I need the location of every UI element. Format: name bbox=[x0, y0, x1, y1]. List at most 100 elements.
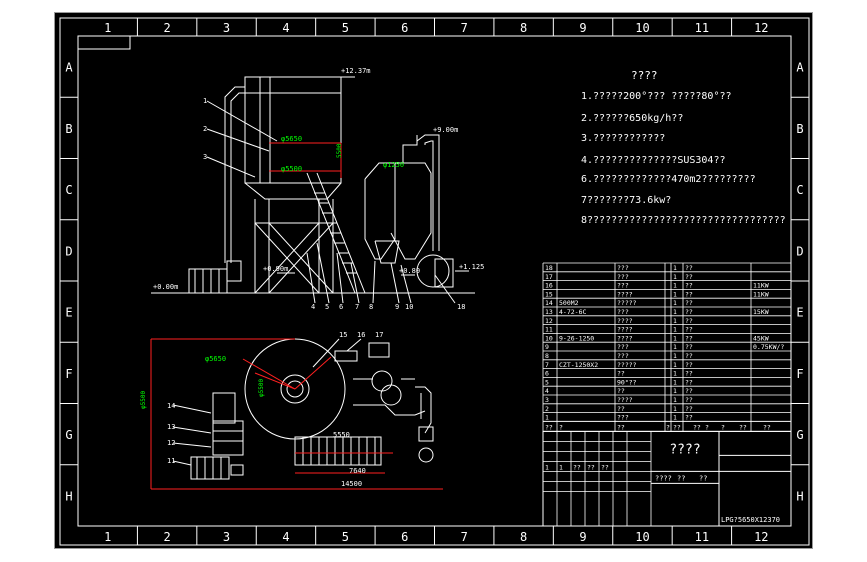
col-label-top: 4 bbox=[282, 21, 289, 35]
corner-tab bbox=[78, 36, 131, 50]
part-material: ?? bbox=[685, 334, 693, 342]
plan-dim-7640: 7640 bbox=[349, 467, 366, 475]
title-rev-cell: ?? bbox=[587, 463, 595, 471]
col-label-bottom: 11 bbox=[695, 530, 709, 544]
parts-list: 18???1??17???1??16???1??11KW15????1??11K… bbox=[542, 262, 791, 432]
part-name: ????? bbox=[617, 361, 637, 369]
note-4: 4.??????????????SUS304?? bbox=[581, 155, 726, 166]
dim-5500: 5500 bbox=[336, 143, 343, 158]
parts-header-cell: ?? bbox=[545, 423, 553, 431]
dim-dia-5650: φ5650 bbox=[281, 135, 302, 143]
callout-4: 4 bbox=[311, 303, 315, 311]
burner-plan bbox=[190, 456, 230, 480]
part-name: 90°?? bbox=[617, 378, 637, 386]
col-label-bottom: 8 bbox=[520, 530, 527, 544]
col-label-top: 11 bbox=[695, 21, 709, 35]
title-small-cell: ?? bbox=[677, 474, 685, 482]
part-name: ???? bbox=[617, 317, 633, 325]
cyclone bbox=[364, 162, 396, 260]
note-6: 6.?????????????470m2????????? bbox=[581, 174, 756, 185]
callout-18: 18 bbox=[457, 303, 465, 311]
part-qty: 1 bbox=[673, 405, 677, 413]
row-label-right: F bbox=[796, 367, 803, 381]
col-label-top: 12 bbox=[754, 21, 768, 35]
part-no: 6 bbox=[545, 370, 549, 378]
part-material: ?? bbox=[685, 414, 693, 422]
row-label-left: F bbox=[65, 367, 72, 381]
level-0-90: +0.90m bbox=[263, 265, 288, 273]
row-label-left: B bbox=[65, 122, 72, 136]
plan-dim-5500: φ5500 bbox=[258, 379, 265, 397]
part-power: 0.75KW/? bbox=[753, 343, 784, 351]
callout-7: 7 bbox=[355, 303, 359, 311]
part-power: 11KW bbox=[753, 282, 769, 290]
part-material: ?? bbox=[685, 264, 693, 272]
level-1-125: +1.125 bbox=[459, 263, 484, 271]
part-spec: CZT-1250X2 bbox=[559, 361, 598, 369]
col-label-bottom: 4 bbox=[282, 530, 289, 544]
part-qty: 1 bbox=[673, 378, 677, 386]
callout-14: 14 bbox=[167, 402, 175, 410]
part-qty: 1 bbox=[673, 334, 677, 342]
part-qty: 1 bbox=[673, 308, 677, 316]
part-no: 11 bbox=[545, 326, 553, 334]
exhaust-fan bbox=[416, 254, 450, 288]
col-label-top: 8 bbox=[520, 21, 527, 35]
title-rev-cell: 1 bbox=[545, 463, 549, 471]
part-material: ?? bbox=[685, 308, 693, 316]
part-material: ?? bbox=[685, 273, 693, 281]
part-qty: 1 bbox=[673, 370, 677, 378]
callout-2: 2 bbox=[203, 125, 207, 133]
callout-12: 12 bbox=[167, 439, 175, 447]
parts-header-cell: ? bbox=[666, 423, 670, 431]
part-name: ?? bbox=[617, 405, 625, 413]
col-label-bottom: 2 bbox=[164, 530, 171, 544]
row-label-right: A bbox=[796, 61, 804, 75]
col-label-bottom: 6 bbox=[401, 530, 408, 544]
part-material: ?? bbox=[685, 370, 693, 378]
chamber-cone bbox=[244, 182, 342, 200]
part-power: 11KW bbox=[753, 290, 769, 298]
part-name: ???? bbox=[617, 290, 633, 298]
title-rev-cell: 1 bbox=[559, 463, 563, 471]
level-0-80: +0.80 bbox=[399, 267, 420, 275]
parts-header-cell: ?? bbox=[763, 423, 771, 431]
plan-view bbox=[150, 338, 443, 490]
part-qty: 1 bbox=[673, 290, 677, 298]
row-label-left: C bbox=[65, 183, 72, 197]
part-no: 3 bbox=[545, 396, 549, 404]
part-material: ?? bbox=[685, 387, 693, 395]
dim-dia-1250: φ1250 bbox=[383, 161, 404, 169]
plan-dim-5650: φ5650 bbox=[205, 355, 226, 363]
part-name: ??? bbox=[617, 414, 629, 422]
col-label-bottom: 9 bbox=[579, 530, 586, 544]
callout-1: 1 bbox=[203, 97, 207, 105]
col-label-bottom: 5 bbox=[342, 530, 349, 544]
title-small-cell: ?? bbox=[699, 474, 707, 482]
part-name: ??? bbox=[617, 343, 629, 351]
part-material: ?? bbox=[685, 317, 693, 325]
part-no: 10 bbox=[545, 334, 553, 342]
elevation-view bbox=[151, 76, 475, 304]
parts-header-cell: ? bbox=[705, 423, 709, 431]
plan-dim-dia-5500: φ5500 bbox=[140, 391, 147, 409]
level-fan: +9.00m bbox=[433, 126, 458, 134]
drawing-number: LPG?5650X12370 bbox=[721, 516, 780, 524]
part-no: 2 bbox=[545, 405, 549, 413]
part-qty: 1 bbox=[673, 387, 677, 395]
row-label-right: D bbox=[796, 244, 803, 258]
notes-block: ???? 1.?????200°??? ?????80°?? 2.??????6… bbox=[581, 69, 786, 226]
part-no: 12 bbox=[545, 317, 553, 325]
dim-dia-5500: φ5500 bbox=[281, 165, 302, 173]
row-label-right: E bbox=[796, 306, 803, 320]
part-no: 13 bbox=[545, 308, 553, 316]
callout-16: 16 bbox=[357, 331, 365, 339]
part-spec: 9-26-1250 bbox=[559, 334, 594, 342]
parts-header-cell: ?? bbox=[617, 423, 625, 431]
part-material: ?? bbox=[685, 299, 693, 307]
title-small-cell: ???? bbox=[655, 474, 672, 482]
row-label-left: G bbox=[65, 428, 72, 442]
